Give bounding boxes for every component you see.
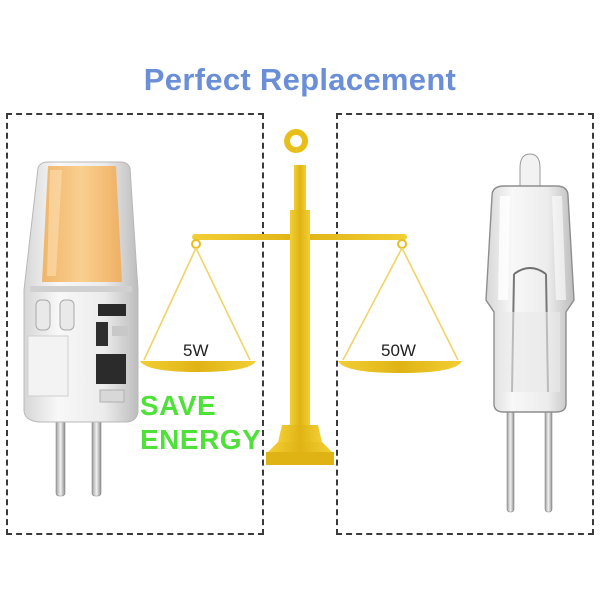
halogen-wattage-label: 50W bbox=[381, 341, 416, 360]
halogen-bulb-icon bbox=[485, 153, 575, 513]
halogen-frame bbox=[336, 113, 594, 535]
led-bulb-icon bbox=[23, 161, 139, 497]
save-energy-line2: ENERGY bbox=[140, 424, 262, 455]
led-frame bbox=[6, 113, 264, 535]
page-title: Perfect Replacement bbox=[143, 62, 457, 97]
balance-scale-icon bbox=[140, 129, 462, 465]
save-energy-line1: SAVE bbox=[140, 390, 217, 421]
led-wattage-label: 5W bbox=[183, 341, 209, 360]
